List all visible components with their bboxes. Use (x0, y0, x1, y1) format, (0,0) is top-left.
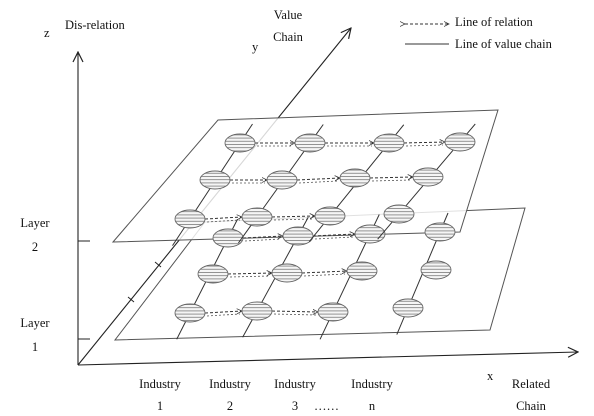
layer-2-label-line2: 2 (31, 240, 39, 254)
industry-ellipsis: …… (314, 399, 339, 413)
industry-2-index: 2 (226, 399, 234, 413)
industry-n-index: n (368, 399, 376, 413)
layer-2-relation-line-shadow (206, 219, 241, 223)
industry-3-index: 3 (291, 399, 299, 413)
layer-2-industry-node (314, 206, 346, 226)
layer-2-industry-node (199, 170, 231, 190)
industry-n-name: Industry (351, 377, 393, 391)
layer-2-industry-node (266, 170, 298, 190)
layer-2-relation-line (370, 177, 413, 178)
layer-2-industry-node (373, 133, 405, 153)
industry-1-name: Industry (139, 377, 181, 391)
layer-1-relation-line-shadow (229, 275, 271, 278)
layer-1-network (174, 212, 456, 340)
layer-2-industry-node (412, 167, 444, 187)
layer-1-industry-node (197, 264, 229, 284)
layer-1-industry-node (212, 228, 244, 248)
layer-2-industry-node (241, 207, 273, 227)
z-axis-letter: z (44, 26, 50, 40)
layer-1-industry-node (282, 226, 314, 246)
layer-1-industry-node (241, 301, 273, 321)
layer-1-relation-line-shadow (206, 313, 241, 317)
layer-1-label-line2: 1 (31, 340, 39, 354)
layer-1-industry-node (354, 224, 386, 244)
z-axis-label: Dis-relation (65, 18, 125, 32)
industry-3-name: Industry (274, 377, 316, 391)
layer-1-relation-line (228, 273, 272, 274)
layer-2-industry-node (383, 204, 415, 224)
layer-1-industry-node (346, 261, 378, 281)
layer-1-label-line1: Layer (20, 316, 50, 330)
layer-2-industry-node (224, 133, 256, 153)
industry-2-name: Industry (209, 377, 251, 391)
layer-1-relation-line-shadow (273, 313, 317, 316)
layer-2-label-line1: Layer (20, 216, 50, 230)
y-axis-tick-2 (127, 296, 135, 303)
layer-2-industry-node (174, 209, 206, 229)
x-axis (77, 352, 578, 366)
layer-2-relation-line (205, 217, 242, 219)
y-axis-tick-1 (154, 261, 162, 268)
layer-2-relation-line-shadow (371, 179, 412, 182)
x-axis-label-line1: Related (511, 377, 551, 391)
layer-2-relation-line-shadow (273, 218, 314, 221)
layer-1-relation-line (272, 311, 318, 312)
legend-value-chain-label: Line of value chain (455, 37, 552, 51)
layer-1-industry-node (317, 302, 349, 322)
layer-1-industry-node (420, 260, 452, 280)
x-axis-letter: x (487, 369, 494, 383)
legend (405, 24, 449, 45)
layer-2-relation-line (297, 178, 340, 180)
layer-1-industry-node (174, 303, 206, 323)
layer-2-industry-node (294, 133, 326, 153)
layer-2-relation-line-shadow (298, 180, 339, 184)
layer-2-industry-node (339, 168, 371, 188)
legend-relation-label: Line of relation (455, 15, 533, 29)
layer-1-relation-line-shadow (303, 273, 346, 277)
layer-2-relation-line (404, 142, 445, 143)
y-axis-label-line1: Value (273, 8, 303, 22)
x-axis-label-line2: Chain (516, 399, 546, 413)
layer-1-relation-line (205, 311, 242, 313)
layer-1-industry-node (271, 263, 303, 283)
layer-1-industry-node (392, 298, 424, 318)
layer-2-relation-line (272, 216, 315, 217)
layer-2-network (172, 123, 476, 246)
layer-1-relation-line (302, 271, 347, 273)
industry-1-index: 1 (156, 399, 164, 413)
y-axis-label-line2: Chain (273, 30, 303, 44)
layer-2-industry-node (444, 132, 476, 152)
layer-1-relation-line (313, 234, 355, 236)
layer-1-relation-line (243, 236, 283, 238)
layer-1-industry-node (424, 222, 456, 242)
y-axis-letter: y (252, 40, 259, 54)
